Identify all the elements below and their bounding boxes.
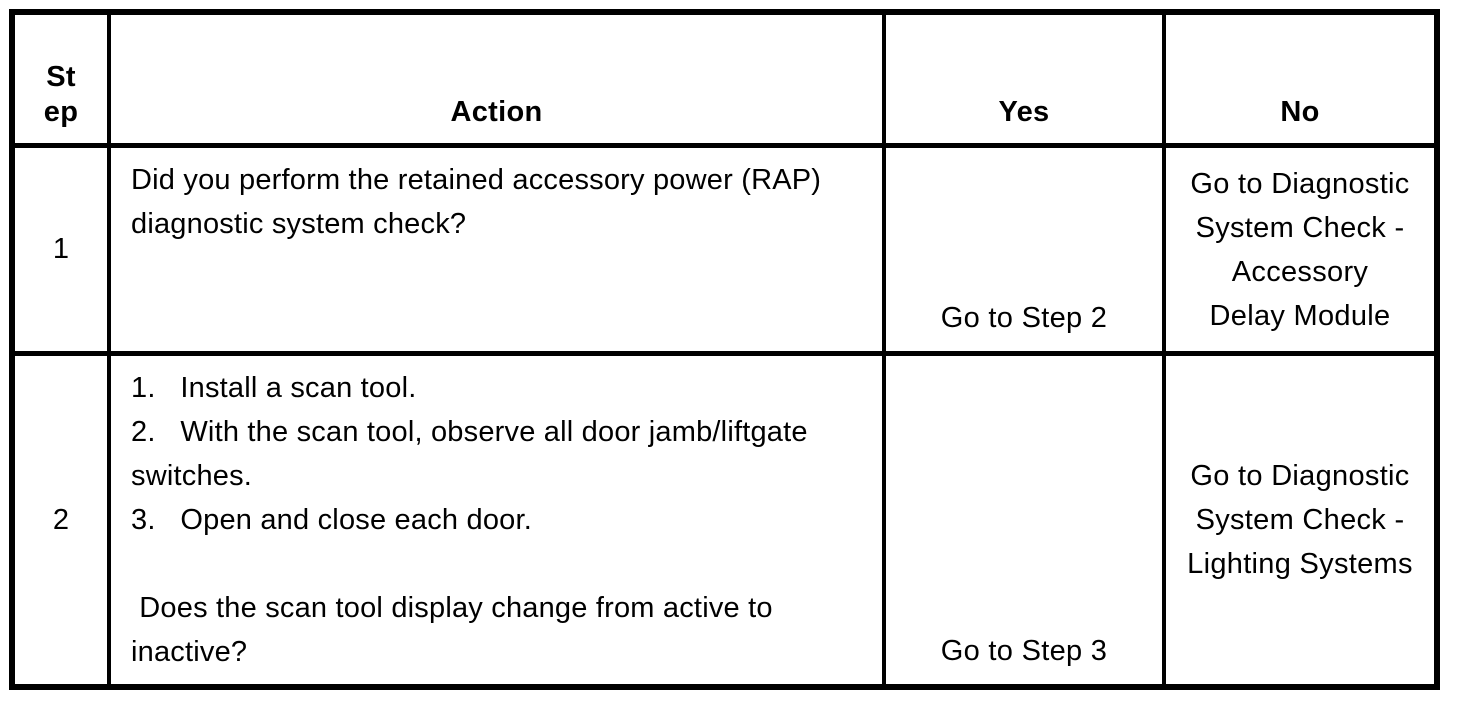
- text-line: St: [46, 61, 76, 93]
- text-line: 3. Open and close each door.: [131, 504, 532, 536]
- text-line: 2. With the scan tool, observe all door …: [131, 416, 808, 448]
- text-line: inactive?: [131, 636, 248, 668]
- text-line: 1. Install a scan tool.: [131, 372, 417, 404]
- text-line: switches.: [131, 460, 253, 492]
- step1-yes-cell: Go to Step 2: [886, 148, 1166, 356]
- step2-number: 2: [52, 503, 70, 536]
- step2-action-cell: 1. Install a scan tool. 2. With the scan …: [111, 356, 886, 684]
- column-header-no: No: [1166, 15, 1434, 148]
- step1-action-cell: Did you perform the retained accessory p…: [111, 148, 886, 356]
- text-line: Does the scan tool display change from a…: [131, 592, 773, 624]
- step2-yes-text: Go to Step 3: [940, 635, 1108, 667]
- step1-number-cell: 1: [15, 148, 111, 356]
- step2-number-cell: 2: [15, 356, 111, 684]
- text-line: diagnostic system check?: [131, 208, 467, 240]
- text-line: [131, 542, 874, 586]
- text-line: Accessory: [1231, 255, 1369, 288]
- text-line: Go to Diagnostic: [1190, 460, 1410, 492]
- text-line: Did you perform the retained accessory p…: [131, 164, 822, 196]
- step2-yes-cell: Go to Step 3: [886, 356, 1166, 684]
- text-line: System Check -: [1195, 504, 1405, 536]
- column-header-no-label: No: [1280, 96, 1320, 128]
- column-header-yes-label: Yes: [998, 96, 1050, 128]
- text-line: Delay Module: [1209, 299, 1391, 332]
- column-header-action: Action: [111, 15, 886, 148]
- text-line: ep: [43, 96, 79, 128]
- column-header-yes: Yes: [886, 15, 1166, 148]
- step1-yes-text: Go to Step 2: [940, 302, 1108, 334]
- text-line: Go to Diagnostic: [1190, 167, 1410, 200]
- step1-number: 1: [52, 233, 70, 265]
- text-line: System Check -: [1195, 211, 1405, 244]
- text-line: Lighting Systems: [1187, 548, 1413, 580]
- column-header-action-label: Action: [450, 96, 543, 128]
